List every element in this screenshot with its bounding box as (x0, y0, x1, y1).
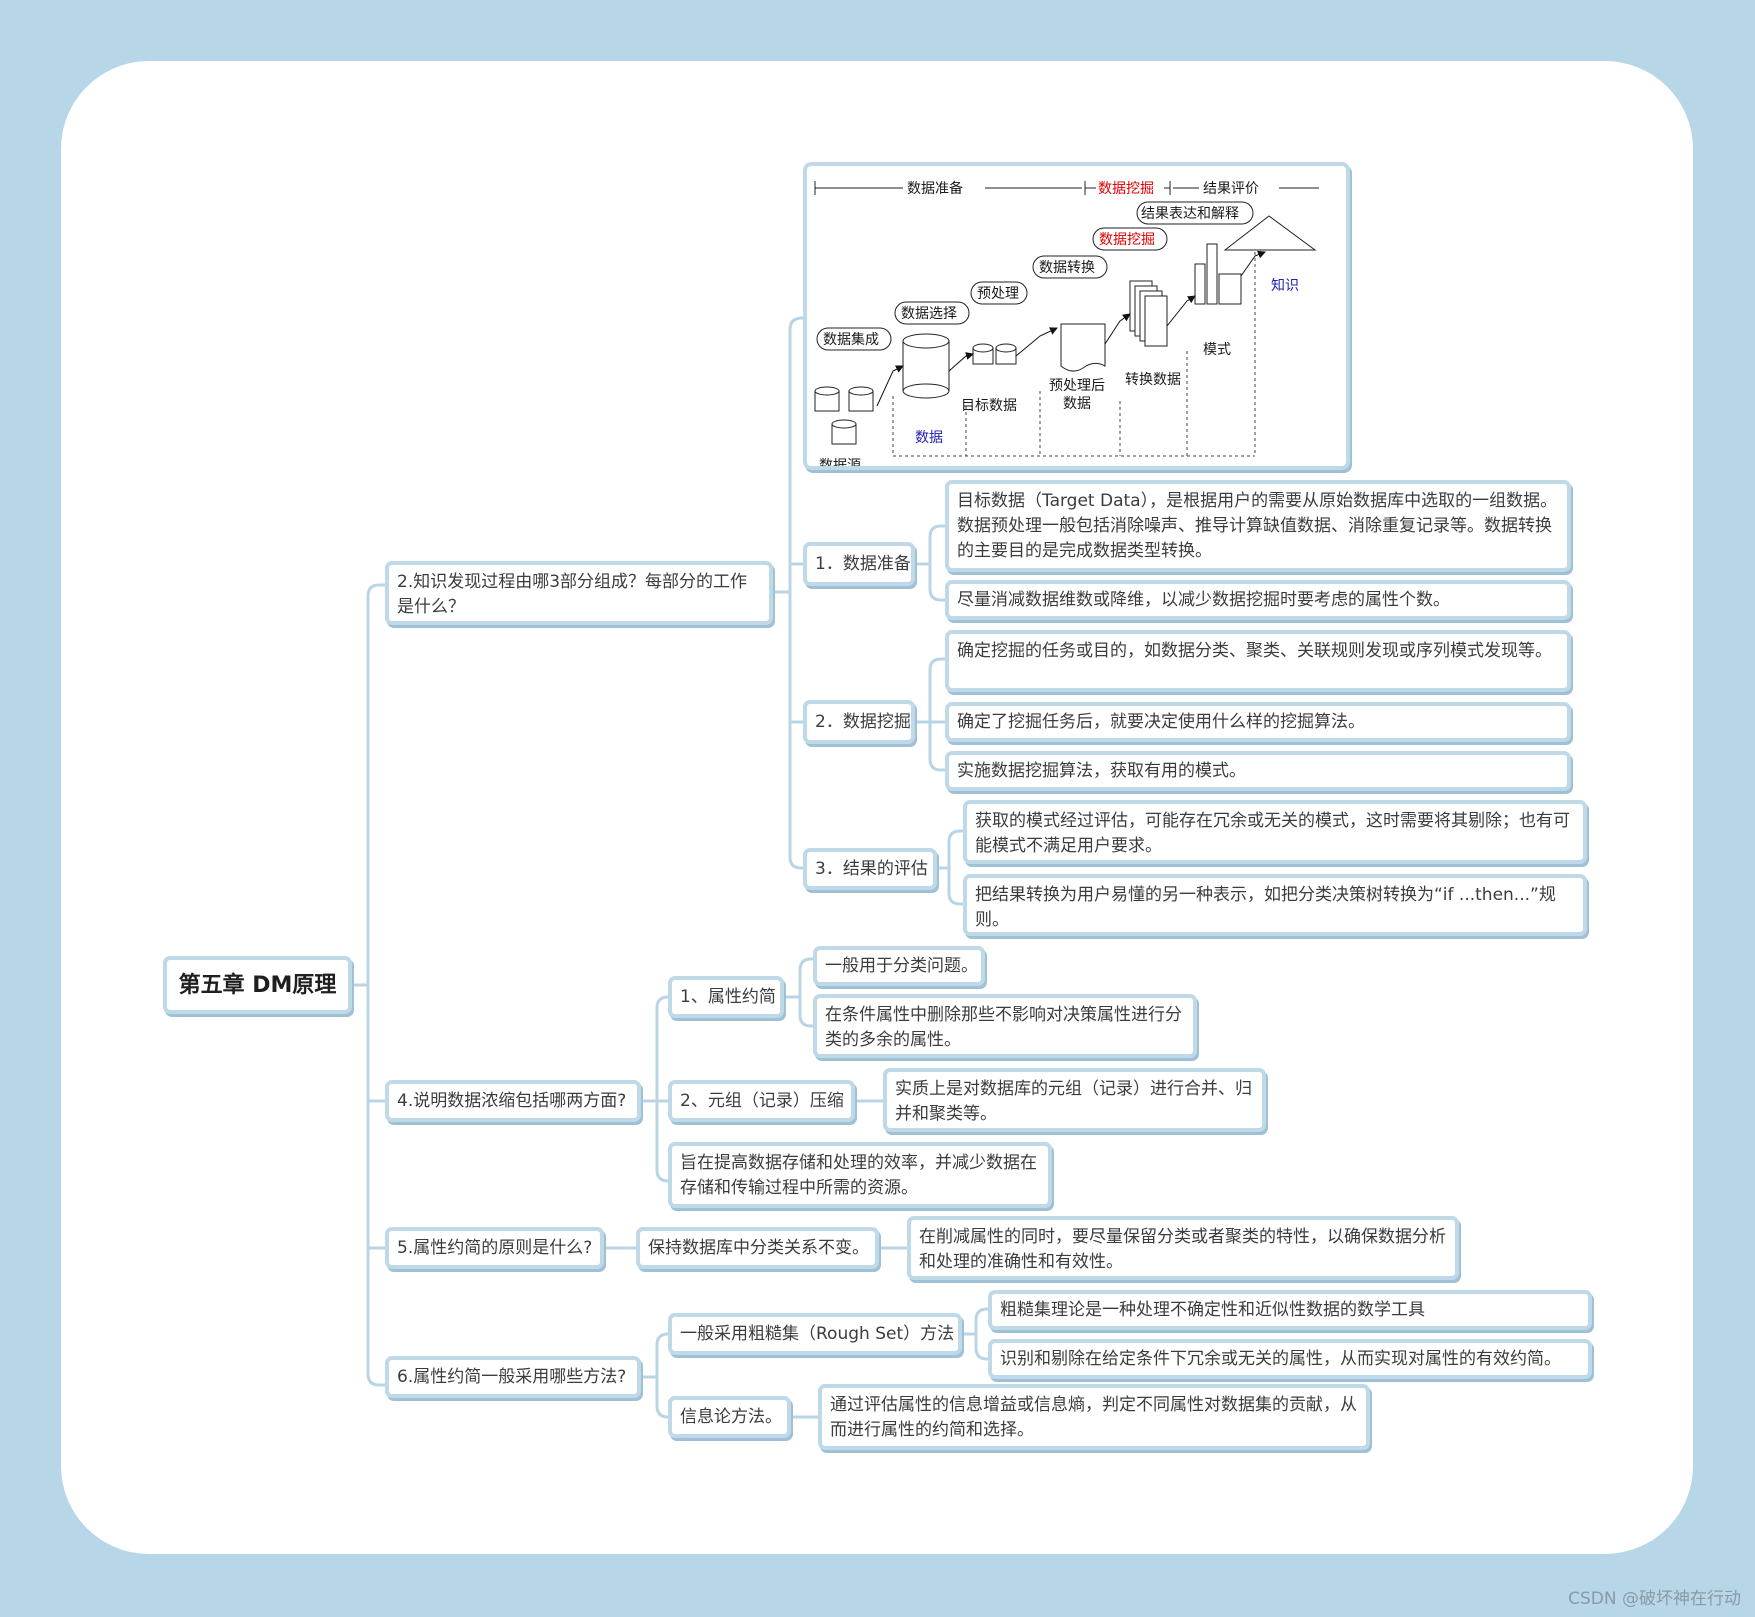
q4-note[interactable]: 旨在提高数据存储和处理的效率，并减少数据在存储和传输过程中所需的资源。 (668, 1142, 1052, 1208)
q2-part-3[interactable]: 3．结果的评估 (803, 848, 937, 890)
store-target: 目标数据 (961, 398, 1017, 414)
q5-detail[interactable]: 在削减属性的同时，要尽量保留分类或者聚类的特性，以确保数据分析和处理的准确性和有… (907, 1216, 1459, 1280)
step-preprocess: 预处理 (977, 286, 1019, 302)
store-data: 数据 (915, 430, 943, 446)
q4-item-1[interactable]: 1、属性约简 (668, 976, 784, 1018)
store-preprocessed: 预处理后 (1049, 378, 1105, 394)
store-preprocessed-2: 数据 (1063, 396, 1091, 412)
q2-part-1-detail-1[interactable]: 目标数据（Target Data），是根据用户的需要从原始数据库中选取的一组数据… (945, 480, 1571, 572)
q4-item-1-detail-2[interactable]: 在条件属性中删除那些不影响对决策属性进行分类的多余的属性。 (813, 994, 1197, 1058)
store-knowledge: 知识 (1271, 277, 1299, 294)
q6-method-1-detail-2[interactable]: 识别和剔除在给定条件下冗余或无关的属性，从而实现对属性的有效约简。 (988, 1339, 1592, 1379)
label-prep: 数据准备 (907, 180, 963, 197)
step-selection: 数据选择 (901, 306, 957, 322)
store-pattern: 模式 (1203, 342, 1231, 358)
q2-part-1-detail-2[interactable]: 尽量消减数据维数或降维，以减少数据挖掘时要考虑的属性个数。 (945, 580, 1571, 620)
label-eval: 结果评价 (1203, 181, 1259, 197)
q4-item-2-detail-1[interactable]: 实质上是对数据库的元组（记录）进行合并、归并和聚类等。 (883, 1068, 1266, 1132)
root-topic[interactable]: 第五章 DM原理 (163, 956, 352, 1014)
q2-part-2-detail-1[interactable]: 确定挖掘的任务或目的，如数据分类、聚类、关联规则发现或序列模式发现等。 (945, 630, 1571, 692)
q4-item-1-detail-1[interactable]: 一般用于分类问题。 (813, 946, 985, 986)
q2-part-2[interactable]: 2．数据挖掘 (803, 700, 915, 744)
step-mining: 数据挖掘 (1099, 232, 1155, 248)
q2-part-1[interactable]: 1．数据准备 (803, 542, 915, 586)
kdd-process-figure: 数据准备 数据挖掘 结果评价 (803, 162, 1350, 470)
q6-method-1-detail-1[interactable]: 粗糙集理论是一种处理不确定性和近似性数据的数学工具 (988, 1290, 1592, 1330)
q6-method-2-detail-1[interactable]: 通过评估属性的信息增益或信息熵，判定不同属性对数据集的贡献，从而进行属性的约简和… (818, 1384, 1370, 1450)
store-source: 数据源 (819, 458, 861, 470)
step-interpret: 结果表达和解释 (1141, 206, 1239, 222)
watermark: CSDN @破坏神在行动 (1568, 1589, 1741, 1609)
q6-topic[interactable]: 6.属性约简一般采用哪些方法? (385, 1356, 641, 1398)
q6-method-rough-set[interactable]: 一般采用粗糙集（Rough Set）方法 (668, 1313, 962, 1355)
q5-topic[interactable]: 5.属性约简的原则是什么? (385, 1227, 604, 1269)
q2-part-2-detail-2[interactable]: 确定了挖掘任务后，就要决定使用什么样的挖掘算法。 (945, 702, 1571, 742)
q4-topic[interactable]: 4.说明数据浓缩包括哪两方面? (385, 1080, 641, 1122)
q5-answer[interactable]: 保持数据库中分类关系不变。 (636, 1227, 879, 1269)
store-transformed: 转换数据 (1125, 371, 1181, 388)
q2-part-3-detail-2[interactable]: 把结果转换为用户易懂的另一种表示，如把分类决策树转换为“if ...then..… (963, 874, 1587, 936)
step-integration: 数据集成 (823, 331, 879, 348)
label-mining: 数据挖掘 (1098, 181, 1154, 197)
q2-part-3-detail-1[interactable]: 获取的模式经过评估，可能存在冗余或无关的模式，这时需要将其剔除；也有可能模式不满… (963, 800, 1587, 864)
q2-topic[interactable]: 2.知识发现过程由哪3部分组成？每部分的工作是什么？ (385, 561, 773, 625)
q4-item-2[interactable]: 2、元组（记录）压缩 (668, 1080, 855, 1122)
q2-part-2-detail-3[interactable]: 实施数据挖掘算法，获取有用的模式。 (945, 751, 1571, 791)
step-transform: 数据转换 (1039, 259, 1095, 276)
q6-method-info-theory[interactable]: 信息论方法。 (668, 1396, 791, 1438)
